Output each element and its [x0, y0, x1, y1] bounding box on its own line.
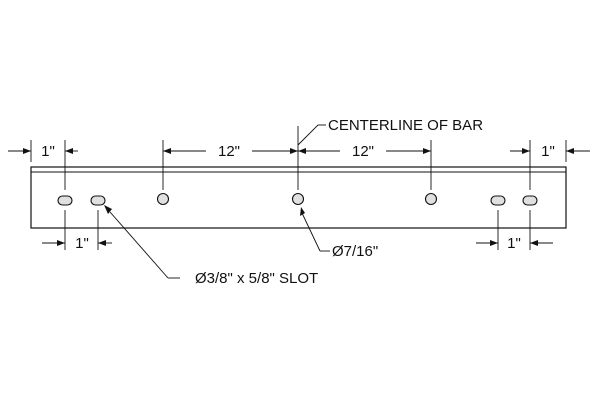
dim-right-spacing-label: 12" — [352, 143, 374, 160]
hole-callout-label: Ø7/16" — [332, 243, 378, 260]
bar-outline — [30, 166, 567, 229]
centerline-label: CENTERLINE OF BAR — [328, 117, 483, 134]
dim-right-top: 1" — [510, 143, 590, 160]
hole-right — [424, 192, 438, 206]
slot-callout-label: Ø3/8" x 5/8" SLOT — [195, 270, 318, 287]
slot-left-outer — [57, 195, 73, 206]
dim-right-top-label: 1" — [541, 143, 555, 160]
top-extension-lines — [30, 126, 567, 190]
bottom-extension-lines — [64, 210, 531, 250]
slot-callout: Ø3/8" x 5/8" SLOT — [104, 205, 318, 287]
slot-right-inner — [490, 195, 506, 206]
dim-right-bottom-label: 1" — [507, 235, 521, 252]
dim-left-bottom-label: 1" — [75, 235, 89, 252]
centerline-leader: CENTERLINE OF BAR — [297, 117, 483, 146]
hole-left — [156, 192, 170, 206]
dim-left-top: 1" — [8, 143, 78, 160]
hole-center — [291, 192, 305, 206]
dim-left-top-label: 1" — [41, 143, 55, 160]
dim-left-bottom: 1" — [42, 235, 112, 252]
hole-callout: Ø7/16" — [300, 207, 378, 260]
bar-holes — [57, 192, 538, 206]
dim-left-spacing: 12" — [163, 143, 298, 160]
slot-left-inner — [90, 195, 106, 206]
dim-right-bottom: 1" — [476, 235, 553, 252]
slot-right-outer — [522, 195, 538, 206]
dim-left-spacing-label: 12" — [218, 143, 240, 160]
dim-right-spacing: 12" — [298, 143, 431, 160]
